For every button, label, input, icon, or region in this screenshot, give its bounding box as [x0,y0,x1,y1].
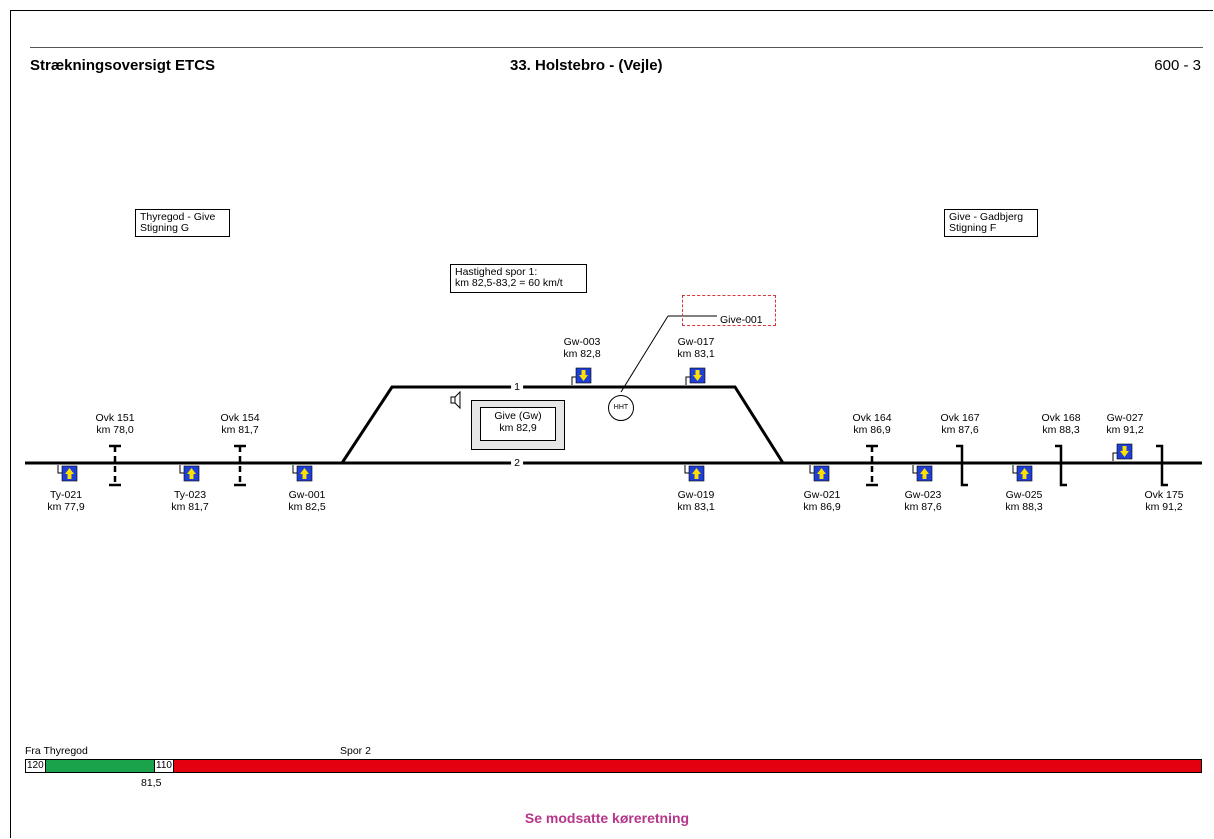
document-title: Strækningsoversigt ETCS [30,57,216,74]
balise-km: km 88,3 [1005,500,1043,513]
crossing-id: Ovk 164 [852,412,892,424]
page-frame [10,10,1213,838]
balise-km: km 81,7 [171,500,209,513]
balise-ty-023 [179,465,200,482]
track-1-line [340,385,785,464]
balise-km: km 91,2 [1106,423,1144,436]
balise-id: Gw-021 [803,489,841,501]
balise-gw-001 [292,465,313,482]
crossing-id: Ovk 151 [95,412,135,424]
balise-km: km 86,9 [803,500,841,513]
level-crossing-ovk-175 [1156,444,1168,487]
crossing-km: km 91,2 [1145,500,1183,513]
speed-tag-110: 110 [154,760,174,772]
hht-marker: HHT [608,395,634,421]
balise-id: Gw-027 [1106,412,1144,424]
speed-segment-110 [154,760,1201,772]
line-title: 33. Holstebro - (Vejle) [510,57,663,74]
grade-box-line: Stigning G [140,222,190,234]
crossing-id: Ovk 167 [940,412,980,424]
station-label-box: Give (Gw) km 82,9 [480,407,556,441]
crossing-id: Ovk 168 [1041,412,1081,424]
track-2-number: 2 [511,457,523,469]
level-crossing-ovk-168 [1055,444,1067,487]
station-km: km 82,9 [499,421,537,434]
track-1-number: 1 [511,381,523,393]
crossing-km: km 88,3 [1042,423,1080,436]
balise-gw-003 [571,367,592,385]
station-name: Give (Gw) [494,410,542,422]
balise-gw-017 [685,367,706,385]
crossing-km: km 78,0 [96,423,134,436]
balise-km: km 83,1 [677,500,715,513]
balise-gw-025 [1012,465,1033,482]
grade-box-give-gadbjerg: Give - Gadbjerg Stigning F [944,209,1038,237]
crossing-km: km 81,7 [221,423,259,436]
speed-tag-120: 120 [26,760,46,772]
level-crossing-ovk-154 [234,444,246,487]
balise-id: Gw-023 [904,489,942,501]
speed-box-line: Hastighed spor 1: [455,266,538,278]
balise-km: km 77,9 [47,500,85,513]
balise-gw-027 [1112,443,1133,461]
balise-id: Gw-017 [677,336,715,348]
grade-box-line: Give - Gadbjerg [949,211,1024,223]
grade-box-line: Stigning F [949,222,997,234]
interlocking-label: Give-001 [720,314,763,326]
level-crossing-ovk-167 [956,444,968,487]
speed-profile-from-label: Fra Thyregod [25,745,88,757]
opposite-direction-note: Se modsatte køreretning [524,810,690,826]
crossing-km: km 87,6 [941,423,979,436]
balise-gw-019 [684,465,705,482]
balise-gw-023 [912,465,933,482]
balise-km: km 83,1 [677,347,715,360]
leader-line [620,315,669,393]
level-crossing-ovk-151 [109,444,121,487]
balise-id: Gw-001 [288,489,326,501]
crossing-id: Ovk 154 [220,412,260,424]
balise-km: km 82,8 [563,347,601,360]
crossing-id: Ovk 175 [1144,489,1184,501]
page-reference: 600 - 3 [1154,57,1201,74]
level-crossing-ovk-164 [866,444,878,487]
balise-id: Ty-023 [173,489,207,501]
balise-id: Gw-019 [677,489,715,501]
crossing-km: km 86,9 [853,423,891,436]
balise-id: Ty-021 [49,489,83,501]
speed-profile-track-label: Spor 2 [340,745,371,757]
grade-box-thyregod-give: Thyregod - Give Stigning G [135,209,230,237]
speed-profile-bar: 120 110 [25,759,1202,773]
balise-gw-021 [809,465,830,482]
grade-box-line: Thyregod - Give [140,211,216,223]
speed-restriction-box: Hastighed spor 1: km 82,5-83,2 = 60 km/t [450,264,587,293]
speaker-icon [450,390,461,410]
balise-km: km 87,6 [904,500,942,513]
speed-segment-120 [26,760,154,772]
balise-id: Gw-003 [563,336,601,348]
header-rule [30,47,1203,48]
speed-box-line: km 82,5-83,2 = 60 km/t [455,277,563,289]
interlocking-box [682,295,776,326]
balise-id: Gw-025 [1005,489,1043,501]
speed-change-km: 81,5 [141,777,162,789]
balise-km: km 82,5 [288,500,326,513]
balise-ty-021 [57,465,78,482]
